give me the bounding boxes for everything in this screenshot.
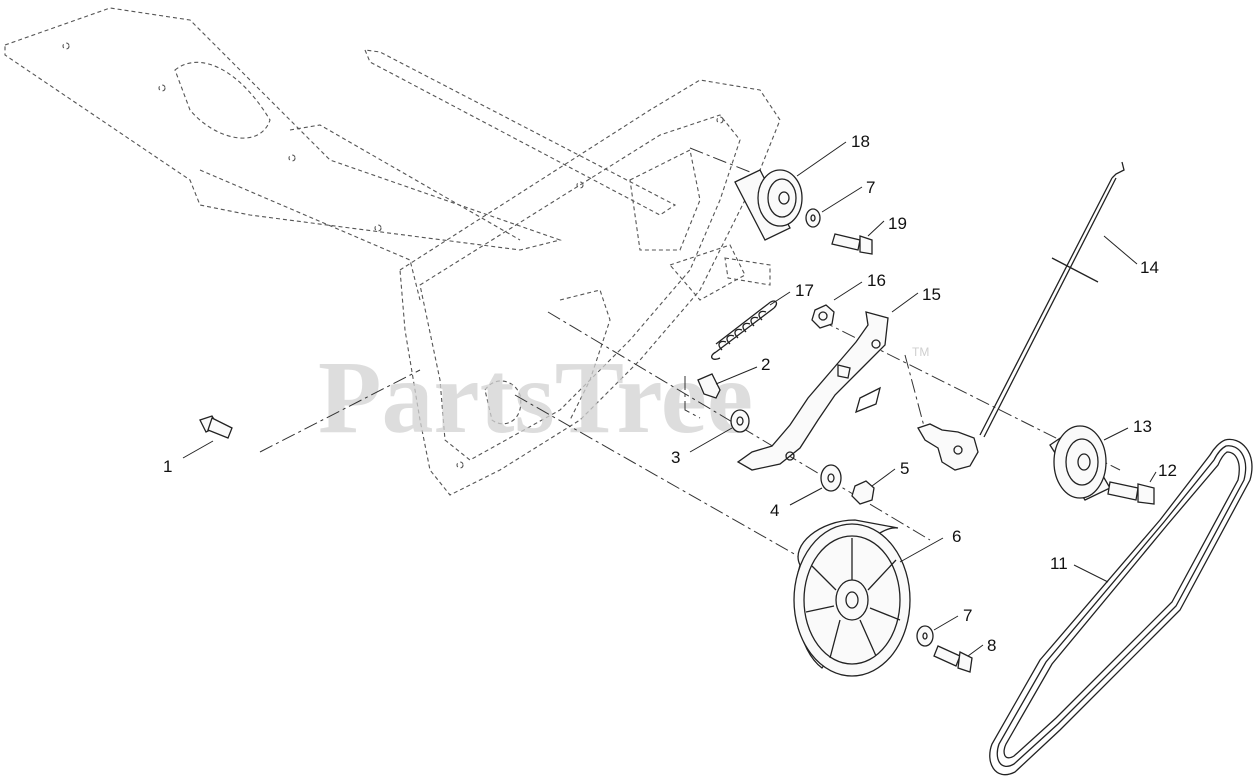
callout-17: 17 bbox=[795, 281, 814, 300]
callout-11: 11 bbox=[1050, 554, 1068, 573]
part-1-bolt bbox=[199, 415, 233, 439]
callout-8: 8 bbox=[987, 636, 996, 655]
callout-3: 3 bbox=[671, 448, 680, 467]
callout-2: 2 bbox=[761, 355, 770, 374]
part-7-washer-lower bbox=[916, 625, 934, 647]
part-14-control-rod bbox=[917, 161, 1125, 471]
part-18-pulley bbox=[734, 169, 803, 241]
callout-19: 19 bbox=[888, 214, 907, 233]
callout-14: 14 bbox=[1140, 258, 1159, 277]
callout-5: 5 bbox=[900, 459, 909, 478]
callout-16: 16 bbox=[867, 271, 886, 290]
watermark-text: PartsTree bbox=[318, 340, 753, 455]
callout-12: 12 bbox=[1158, 461, 1177, 480]
leader-lines bbox=[182, 141, 1157, 657]
part-3-washer bbox=[730, 409, 750, 433]
callout-7-upper: 7 bbox=[866, 178, 875, 197]
part-7-washer-upper bbox=[805, 208, 821, 228]
part-15-idler-arm bbox=[736, 311, 889, 471]
callout-15: 15 bbox=[922, 285, 941, 304]
callout-1: 1 bbox=[163, 457, 172, 476]
callout-7-lower: 7 bbox=[963, 606, 972, 625]
part-5-nut bbox=[851, 480, 875, 505]
part-2-clip bbox=[697, 373, 721, 399]
part-4-washer bbox=[820, 464, 842, 492]
callout-13: 13 bbox=[1133, 417, 1152, 436]
part-17-spring bbox=[711, 300, 778, 360]
frame-housing-phantom bbox=[4, 7, 781, 496]
part-11-drive-belt bbox=[989, 438, 1253, 776]
part-8-bolt bbox=[933, 645, 973, 673]
callout-6: 6 bbox=[952, 527, 961, 546]
part-16-nut bbox=[811, 304, 835, 329]
callout-18: 18 bbox=[851, 132, 870, 151]
part-12-bolt bbox=[1107, 481, 1155, 505]
parts-tree-watermark: PartsTree TM bbox=[318, 340, 929, 455]
watermark-trademark: TM bbox=[912, 345, 929, 359]
callout-labels: 1 2 3 4 5 6 7 7 8 11 12 13 14 15 16 17 1… bbox=[163, 132, 1177, 655]
callout-4: 4 bbox=[770, 501, 779, 520]
part-6-drive-pulley bbox=[793, 519, 911, 677]
part-19-bolt bbox=[831, 233, 873, 255]
part-13-pulley bbox=[1049, 425, 1111, 501]
